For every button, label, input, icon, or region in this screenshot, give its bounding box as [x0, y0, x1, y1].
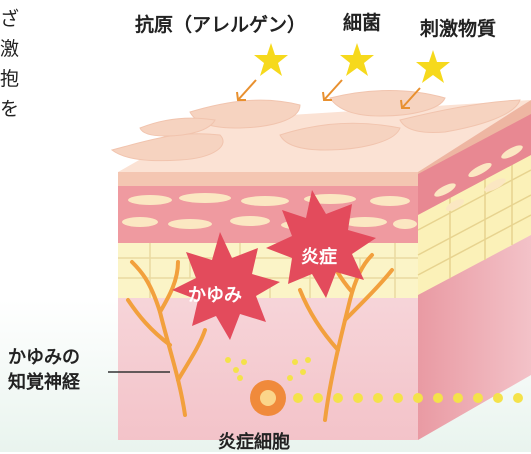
arrow-icons — [236, 79, 421, 109]
side-text-line: 抱 — [0, 68, 20, 90]
inflammatory-cell-dots — [293, 393, 523, 403]
side-text-line: を — [0, 98, 20, 120]
irritant-label: 刺激物質 — [420, 18, 497, 40]
bacteria-star-icon — [340, 43, 374, 76]
antigen-label: 抗原（アレルゲン） — [135, 14, 307, 36]
itch-nerve-label-line2: 知覚神経 — [8, 372, 80, 393]
itch-burst — [172, 232, 280, 340]
itch-nerve-label: かゆみの 知覚神経 — [8, 345, 80, 395]
itch-label: かゆみ — [188, 285, 242, 306]
inflammation-burst — [266, 190, 376, 298]
itch-nerve-left — [126, 260, 207, 417]
inflammation-label: 炎症 — [301, 247, 337, 268]
stratum-corneum-side — [418, 100, 531, 174]
mediator-dots — [225, 357, 311, 381]
fat-cell-layer-side — [418, 150, 531, 295]
inflammatory-cells-label: 炎症細胞 — [218, 432, 290, 453]
epidermis-layer — [118, 185, 418, 243]
stratum-corneum — [118, 172, 418, 186]
side-text-line: ざ — [0, 8, 20, 30]
side-text-fragment: ざ 激 抱 を — [0, 4, 30, 124]
epidermis-cells-side — [434, 145, 523, 211]
inflammatory-cell-nucleus — [260, 390, 276, 406]
allergen-star-icon — [254, 43, 288, 76]
skin-scales — [110, 90, 521, 162]
itch-nerve-label-line1: かゆみの — [8, 347, 80, 368]
bacteria-label: 細菌 — [343, 12, 382, 34]
side-text-line: 激 — [0, 38, 20, 60]
irritant-star-icon — [416, 50, 450, 83]
